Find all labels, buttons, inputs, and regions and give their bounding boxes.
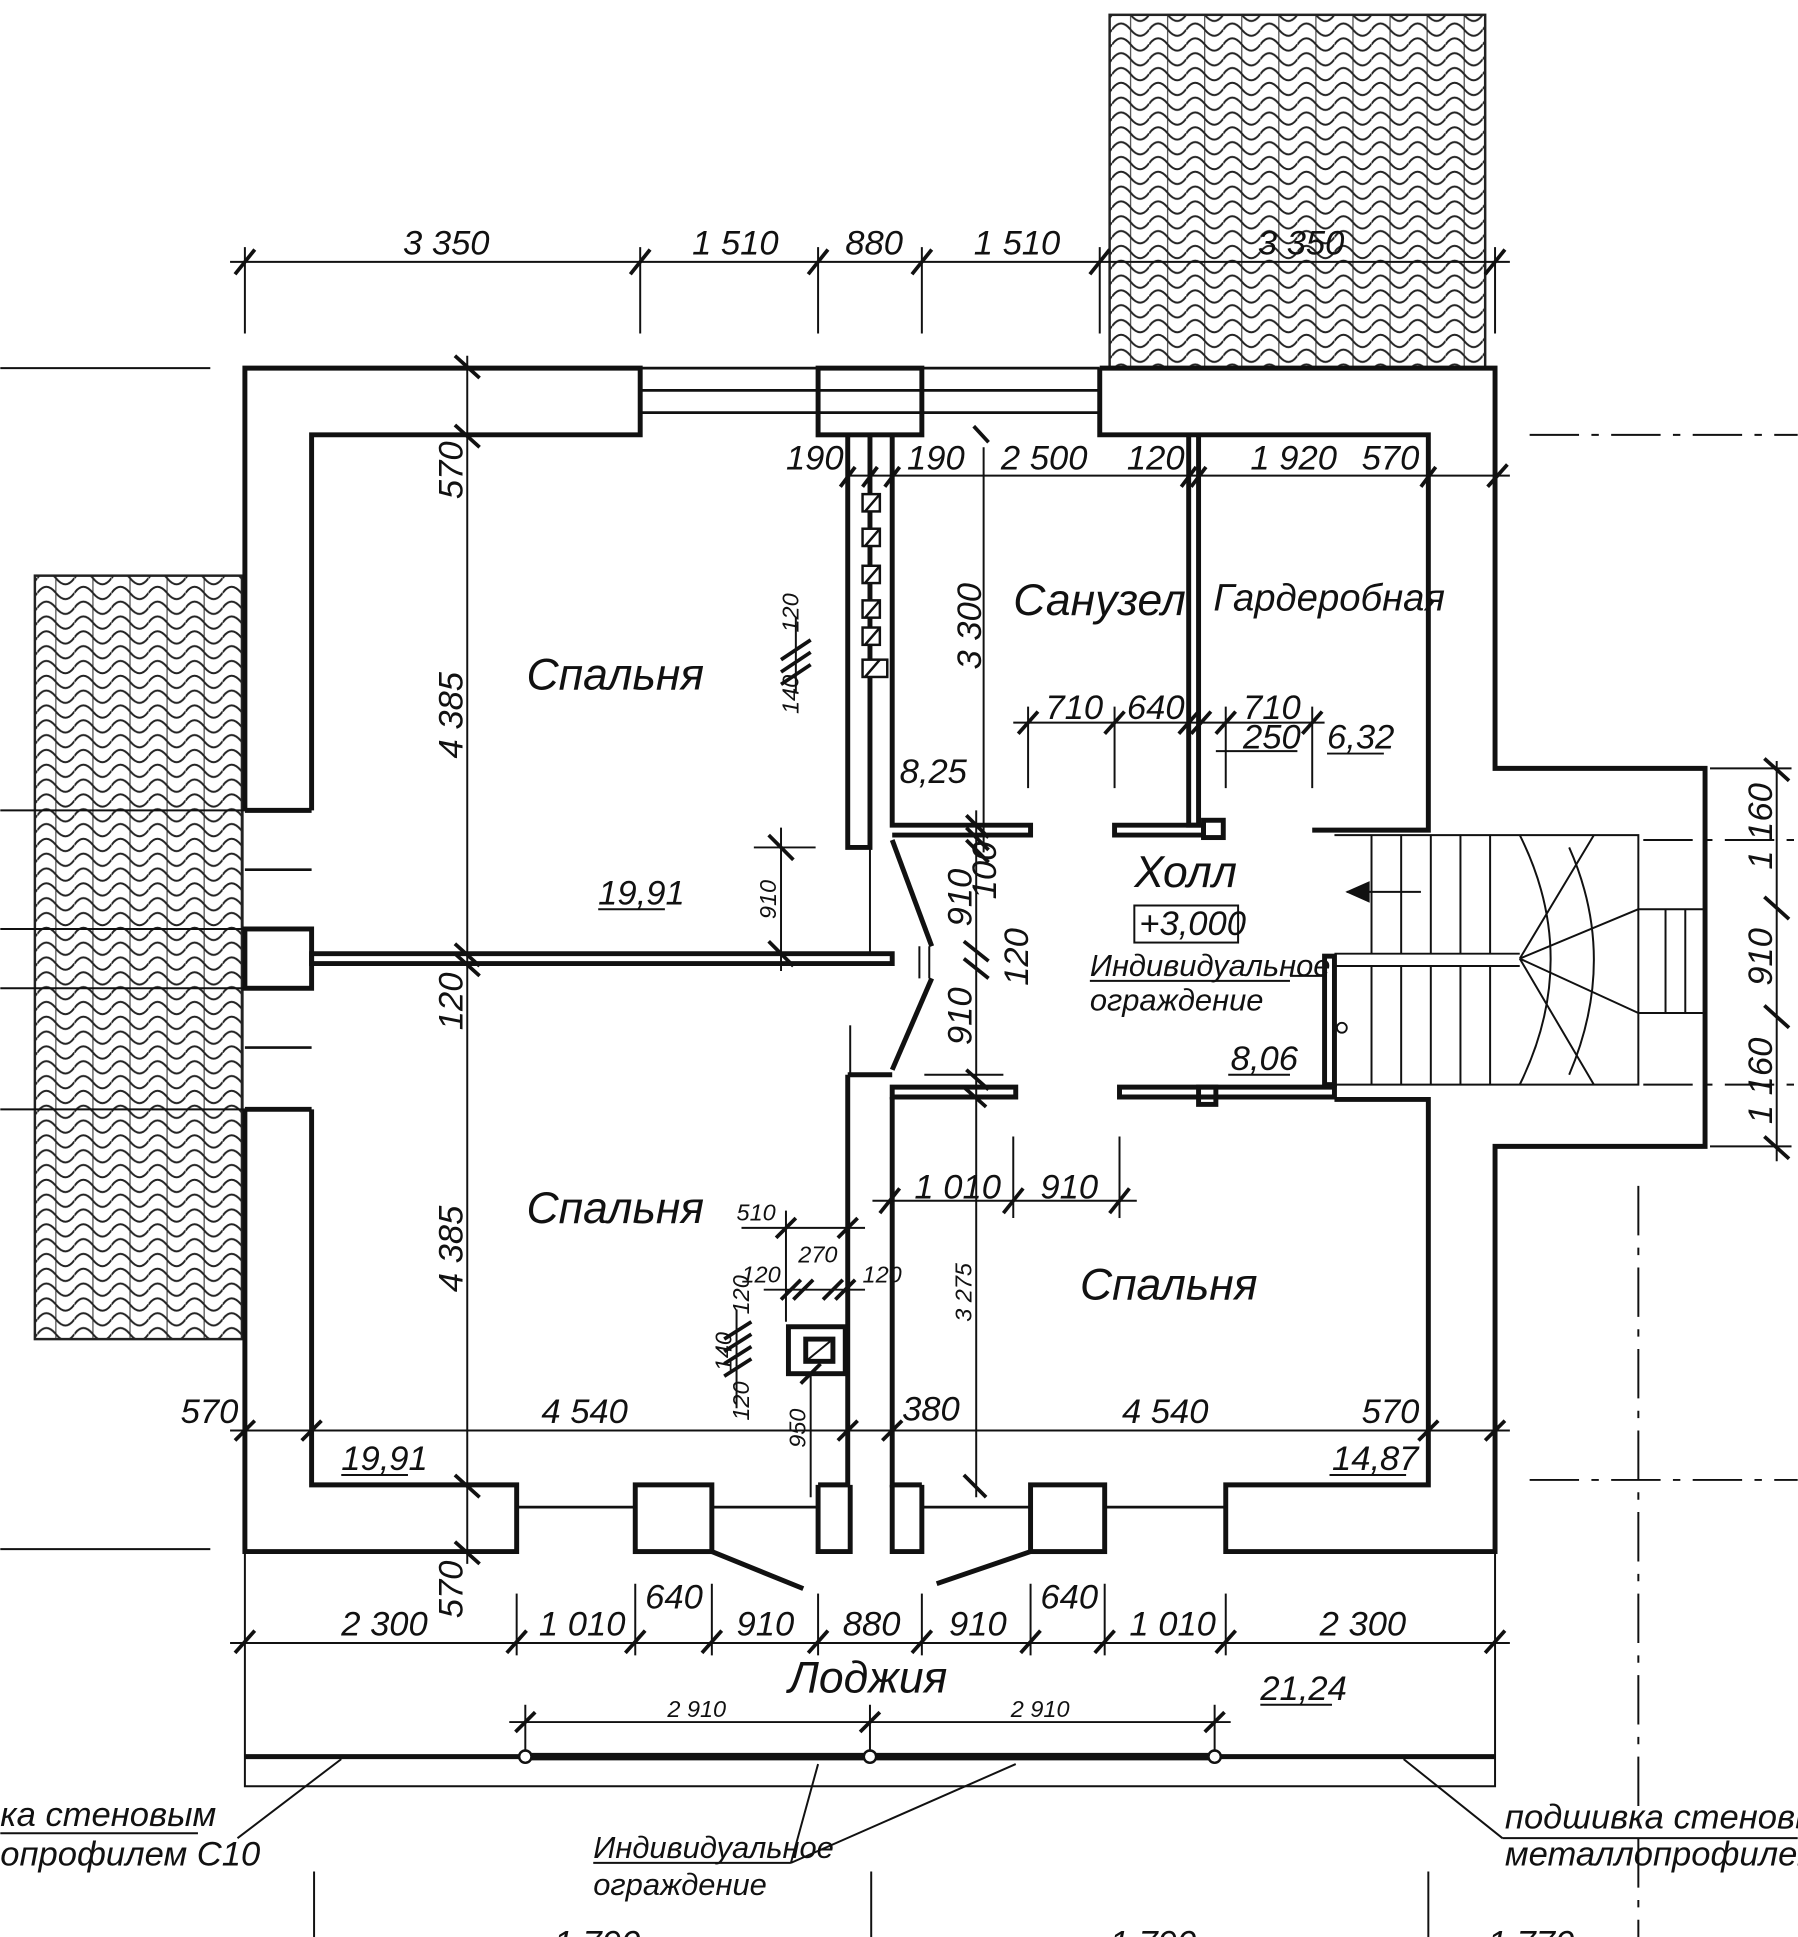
dim-left-4: 4 385 <box>432 1205 470 1292</box>
room-bathroom: Санузел <box>1013 576 1186 625</box>
dim-right-bed-3275: 3 275 <box>950 1262 976 1322</box>
dim-bottom-2: 1 010 <box>539 1606 626 1644</box>
dim-bottom-inner-2: 4 540 <box>541 1393 628 1431</box>
dimension-lines <box>0 247 1798 1864</box>
dim-left-2: 4 385 <box>432 671 470 758</box>
dim-right-bed-1010: 1 010 <box>914 1168 1001 1206</box>
dim-right-1: 1 160 <box>1742 783 1780 870</box>
area-bedroom-bottom-right: 14,87 <box>1332 1440 1420 1478</box>
dim-door-910-bedroom: 910 <box>755 880 781 919</box>
dim-top-3: 880 <box>845 224 903 262</box>
left-wall-lines <box>0 367 248 1551</box>
dim-inner-4: 120 <box>1127 439 1185 477</box>
dim-bath-door-2: 640 <box>1127 689 1185 727</box>
dim-bottom-1: 2 300 <box>340 1606 428 1644</box>
dim-bottom-inner-1: 570 <box>181 1393 239 1431</box>
interior-walls <box>309 434 1337 1488</box>
staircase <box>1334 834 1706 1086</box>
dim-top-5: 3 350 <box>1258 224 1345 262</box>
roof-tiles-left <box>33 574 244 1341</box>
dim-bottom-3: 640 <box>645 1578 703 1616</box>
room-bedroom-bottom-right: Спальня <box>1080 1261 1258 1310</box>
dim-stove-120-c: 120 <box>728 1275 754 1314</box>
roof-tiles-top <box>1108 13 1487 370</box>
dim-cut-2: 1 790 <box>1110 1924 1197 1937</box>
dim-cut-3: 1 770 <box>1488 1924 1575 1937</box>
dim-left-1: 570 <box>432 441 470 499</box>
dim-inner-3: 2 500 <box>1000 439 1088 477</box>
dim-bottom-inner-3: 380 <box>902 1391 960 1429</box>
dim-top-4: 1 510 <box>974 224 1061 262</box>
dim-bath-door-1: 710 <box>1045 689 1103 727</box>
area-bedroom-top-left: 19,91 <box>598 874 685 912</box>
level-mark: +3,000 <box>1139 905 1246 943</box>
area-wardrobe: 6,32 <box>1327 719 1394 757</box>
dim-stove-140: 140 <box>711 1332 737 1371</box>
railing-note-loggia-1: Индивидуальное <box>593 1830 834 1865</box>
area-hall: 8,06 <box>1231 1040 1299 1078</box>
room-bedroom-top-left: Спальня <box>527 650 705 699</box>
dim-inner-1: 190 <box>786 439 844 477</box>
dim-top-2: 1 510 <box>692 224 779 262</box>
dim-bottom-inner-5: 570 <box>1362 1393 1420 1431</box>
area-loggia: 21,24 <box>1259 1670 1347 1708</box>
dim-hall-100: 100 <box>966 842 1004 900</box>
area-bathroom: 8,25 <box>900 753 968 791</box>
dim-stove-120-d: 120 <box>728 1381 754 1420</box>
dim-stove-120-a: 120 <box>741 1261 780 1287</box>
dim-hall-910-top: 910 <box>941 869 979 927</box>
dim-wardrobe-door-1: 710 <box>1243 689 1301 727</box>
room-hall: Холл <box>1133 848 1237 897</box>
soffit-note-left-2: опрофилем С10 <box>0 1835 260 1873</box>
dim-bottom-9: 2 300 <box>1319 1606 1407 1644</box>
dim-top-1: 3 350 <box>403 224 490 262</box>
room-wardrobe: Гардеробная <box>1213 576 1445 619</box>
soffit-note-right-1: подшивка стеновы <box>1505 1798 1798 1836</box>
dim-loggia-2: 2 910 <box>1010 1696 1070 1722</box>
railing-note-loggia-2: ограждение <box>593 1867 767 1902</box>
dim-stove-510: 510 <box>737 1200 776 1226</box>
dim-vent-140: 140 <box>777 675 803 714</box>
railing-note-hall-1: Индивидуальное <box>1090 948 1331 983</box>
dim-inner-2: 190 <box>907 439 965 477</box>
dim-hall-910-bottom: 910 <box>941 987 979 1045</box>
dim-stove-950: 950 <box>785 1409 811 1448</box>
dim-loggia-1: 2 910 <box>666 1696 726 1722</box>
dim-left-5: 570 <box>432 1561 470 1619</box>
soffit-note-right-2: металлопрофилем <box>1505 1835 1798 1873</box>
dim-bottom-8: 1 010 <box>1129 1606 1216 1644</box>
dim-inner-5: 1 920 <box>1250 439 1337 477</box>
dim-stove-120-b: 120 <box>863 1261 902 1287</box>
railing-note-hall-2: ограждение <box>1090 983 1264 1018</box>
dim-bottom-5: 880 <box>843 1606 901 1644</box>
dim-stove-270: 270 <box>797 1242 837 1268</box>
dim-inner-6: 570 <box>1362 439 1420 477</box>
dim-bottom-7: 640 <box>1040 1578 1098 1616</box>
dim-wardrobe-door-2: 250 <box>1242 719 1301 757</box>
axis-lines <box>313 433 1798 1937</box>
dim-cut-1: 1 790 <box>554 1924 641 1937</box>
room-bedroom-bottom-left: Спальня <box>527 1184 705 1233</box>
dim-right-2: 910 <box>1742 928 1780 986</box>
dim-left-3: 120 <box>432 973 470 1031</box>
dim-right-bed-910: 910 <box>1040 1168 1098 1206</box>
room-loggia: Лоджия <box>785 1653 947 1702</box>
area-bedroom-bottom-left: 19,91 <box>341 1440 428 1478</box>
dim-hall-120: 120 <box>998 928 1036 986</box>
soffit-note-left-1: ка стеновым <box>0 1796 216 1834</box>
dim-right-3: 1 160 <box>1742 1038 1780 1125</box>
dim-vent-120: 120 <box>777 593 803 632</box>
dim-bottom-6: 910 <box>949 1606 1007 1644</box>
dim-bath-height: 3 300 <box>951 583 989 670</box>
dim-bottom-inner-4: 4 540 <box>1122 1393 1209 1431</box>
dim-bottom-4: 910 <box>737 1606 795 1644</box>
